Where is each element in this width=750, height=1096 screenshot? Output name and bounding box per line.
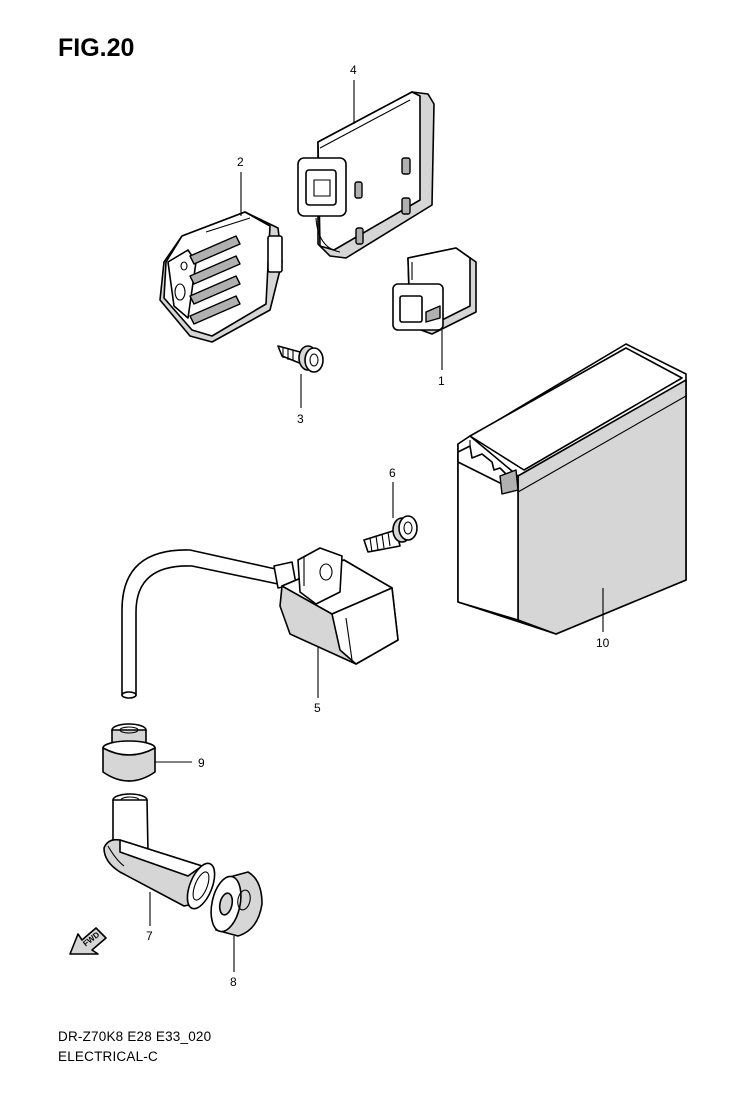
callout-7: 7 (146, 929, 153, 943)
model-code: DR-Z70K8 E28 E33_020 (58, 1029, 212, 1044)
callout-3: 3 (297, 412, 304, 426)
callout-4: 4 (350, 63, 357, 77)
part-9-grommet[interactable] (102, 723, 156, 782)
callout-2: 2 (237, 155, 244, 169)
callout-5: 5 (314, 701, 321, 715)
callout-8: 8 (230, 975, 237, 989)
part-5-ignition-coil[interactable] (121, 547, 399, 699)
callout-labels: 4 2 1 3 6 10 5 9 7 8 (146, 63, 610, 989)
part-10-battery[interactable] (457, 343, 687, 635)
callout-9: 9 (198, 756, 205, 770)
part-8-seal-ring[interactable] (206, 871, 263, 937)
part-1-coupler[interactable] (392, 247, 477, 335)
section-name: ELECTRICAL-C (58, 1049, 158, 1064)
part-3-bolt[interactable] (277, 345, 324, 373)
part-2-regulator[interactable] (159, 211, 283, 343)
leader-lines (149, 80, 604, 972)
part-6-bolt[interactable] (363, 515, 418, 553)
callout-10: 10 (596, 636, 610, 650)
callout-1: 1 (438, 374, 445, 388)
figure-title: FIG.20 (58, 34, 135, 62)
part-7-plug-cap[interactable] (103, 793, 220, 912)
part-4-cdi-unit[interactable] (297, 91, 435, 259)
fwd-arrow-icon: FWD (69, 927, 107, 955)
callout-6: 6 (389, 466, 396, 480)
